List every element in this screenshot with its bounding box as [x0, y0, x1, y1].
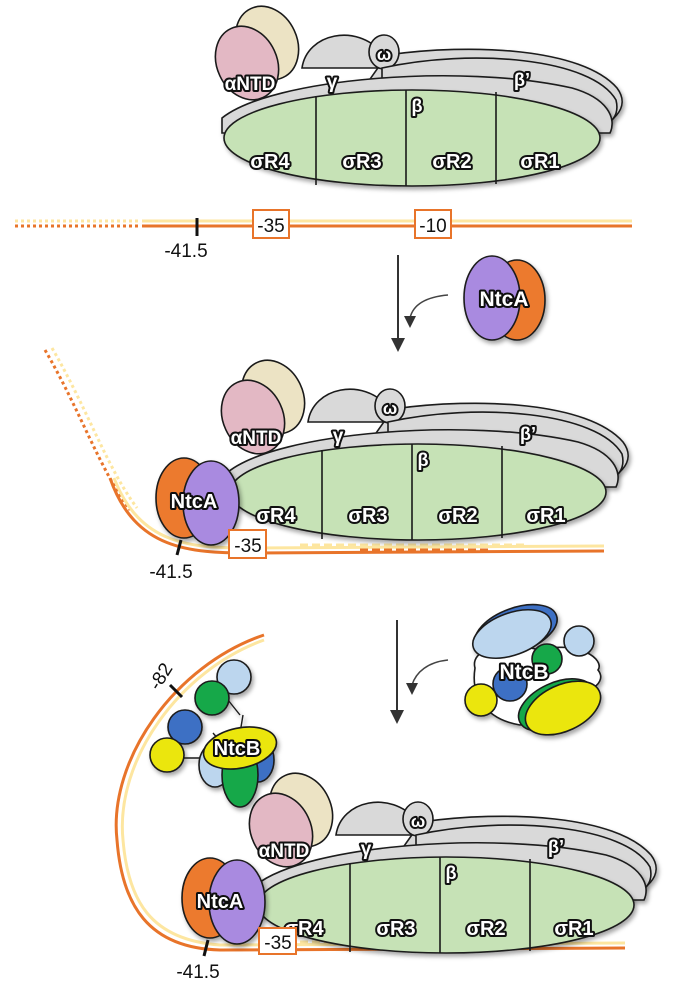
minus35-label: -35 [234, 536, 261, 557]
sigma-r2-label: σR2 [466, 918, 505, 940]
panel-1-closed-promoter: αNTD γ ω β’ β σR4 σR3 σR2 σR1 -41.5 -35 … [15, 0, 632, 262]
rnap-holoenzyme: αNTD γ ω β’ β σR4 σR3 σR2 σR1 [204, 0, 622, 186]
beta-label: β [412, 96, 423, 116]
ntca-label: NtcA [171, 491, 218, 513]
omega-label: ω [377, 45, 391, 64]
sigma-r2-label: σR2 [438, 505, 477, 527]
sigma-r4-label: σR4 [256, 505, 296, 527]
antd-label: αNTD [225, 74, 276, 95]
ntca-label: NtcA [479, 288, 528, 311]
gamma-label: γ [327, 72, 338, 93]
ntca-label: NtcA [197, 891, 244, 913]
sigma-r3-label: σR3 [348, 505, 387, 527]
beta-label: β [418, 450, 429, 470]
ntca-site-label: -41.5 [164, 241, 207, 262]
promoter-dna: -41.5 -35 -10 [15, 209, 632, 262]
rnap-holoenzyme: αNTD γ ω β’ β σR4 σR3 σR2 σR1 [238, 763, 656, 953]
minus10-label: -10 [419, 216, 446, 237]
omega-label: ω [383, 399, 397, 418]
step-arrow-2 [390, 620, 449, 724]
omega-label: ω [411, 812, 425, 831]
ntcb-label: NtcB [214, 738, 261, 760]
ntca-site-tick [202, 939, 210, 957]
minus35-box [228, 529, 267, 559]
ntcb-label: NtcB [499, 661, 548, 684]
minus35-box [252, 209, 290, 239]
rnap-holoenzyme: αNTD γ ω β’ β σR4 σR3 σR2 σR1 [210, 350, 628, 540]
beta-prime-label: β’ [548, 837, 564, 857]
beta-prime-label: β’ [514, 70, 530, 90]
ntca-free: NtcA [463, 255, 546, 341]
ntcb-bound: NtcB [149, 659, 278, 808]
beta-label: β [446, 863, 457, 883]
gamma-label: γ [333, 426, 344, 447]
sigma-r1-label: σR1 [554, 918, 593, 940]
sigma-r4-label: σR4 [250, 151, 290, 173]
step-arrow-1 [391, 255, 449, 352]
minus35-box [258, 927, 297, 955]
minus35-label: -35 [257, 216, 284, 237]
ntcb-free: NtcB [464, 603, 602, 736]
sigma-r3-label: σR3 [376, 918, 415, 940]
sigma-r3-label: σR3 [342, 151, 381, 173]
panel-2-ntca-bound: αNTD γ ω β’ β σR4 σR3 σR2 σR1 NtcA -41.5… [43, 347, 628, 583]
minus10-box [414, 209, 452, 239]
sigma-r2-label: σR2 [432, 151, 471, 173]
ntca-site-tick [175, 539, 183, 556]
gamma-label: γ [361, 839, 372, 860]
ntca-bound: NtcA [155, 457, 240, 546]
beta-prime-label: β’ [520, 424, 536, 444]
panel-3-ntca-ntcb-bound: -82 αNTD γ ω β’ β σR4 σR3 σR2 σR1 NtcB [114, 633, 656, 983]
ntcb-site-tick [168, 683, 184, 699]
ntca-bound: NtcA [181, 857, 266, 945]
ntca-site-label: -41.5 [149, 562, 192, 583]
sigma-r1-label: σR1 [520, 151, 559, 173]
ntca-site-label: -41.5 [176, 962, 219, 983]
antd-label: αNTD [259, 841, 310, 862]
antd-label: αNTD [231, 428, 282, 449]
sigma-r1-label: σR1 [526, 505, 565, 527]
minus35-label: -35 [264, 933, 291, 954]
